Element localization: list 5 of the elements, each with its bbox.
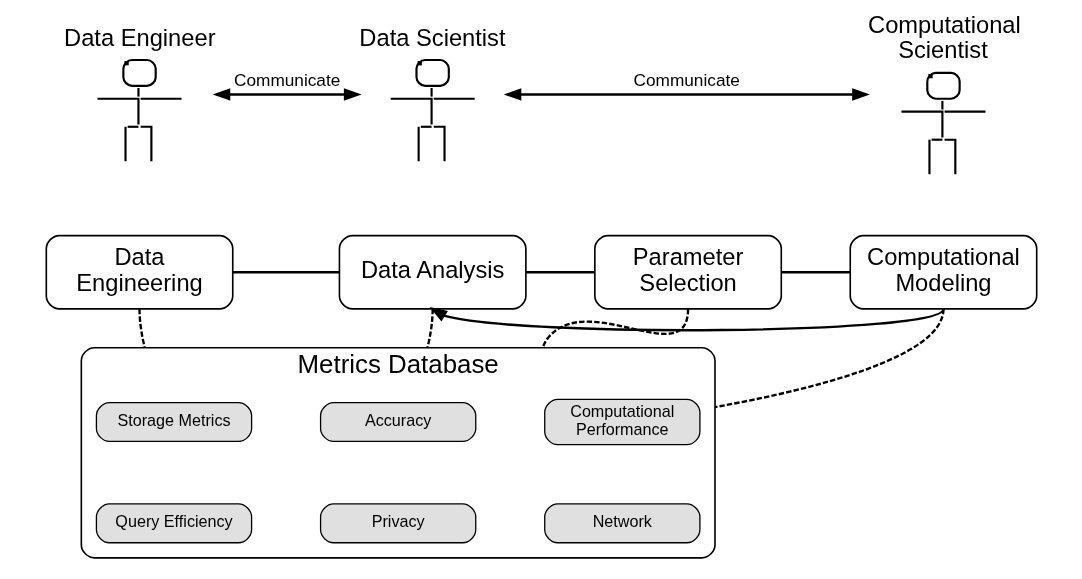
edge-label: Communicate — [633, 69, 740, 90]
node-label: Data Scientist — [358, 24, 506, 51]
edge-label: Communicate — [233, 69, 340, 90]
node-label: Computational Scientist — [867, 11, 1021, 64]
node-label: Data Engineer — [63, 24, 216, 51]
